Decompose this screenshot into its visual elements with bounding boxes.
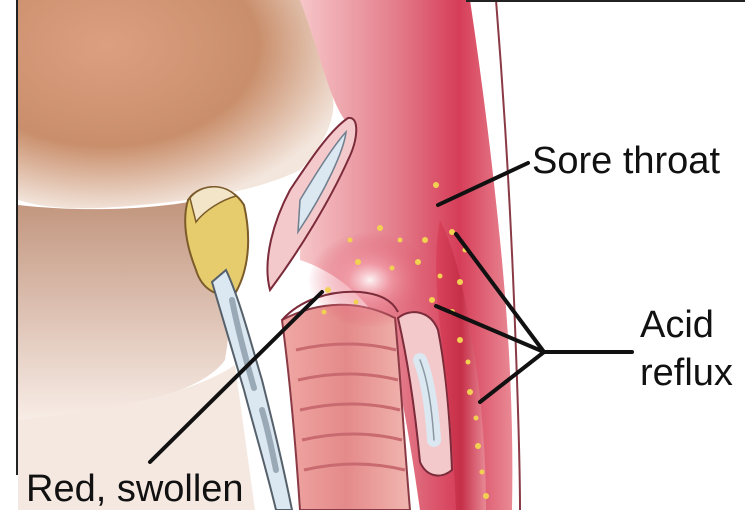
sore-throat-label: Sore throat [532, 142, 720, 180]
acid-reflux-label-line2: reflux [640, 354, 733, 392]
acid-reflux-label-line1: Acid [640, 306, 714, 344]
red-swollen-label: Red, swollen [26, 470, 244, 508]
